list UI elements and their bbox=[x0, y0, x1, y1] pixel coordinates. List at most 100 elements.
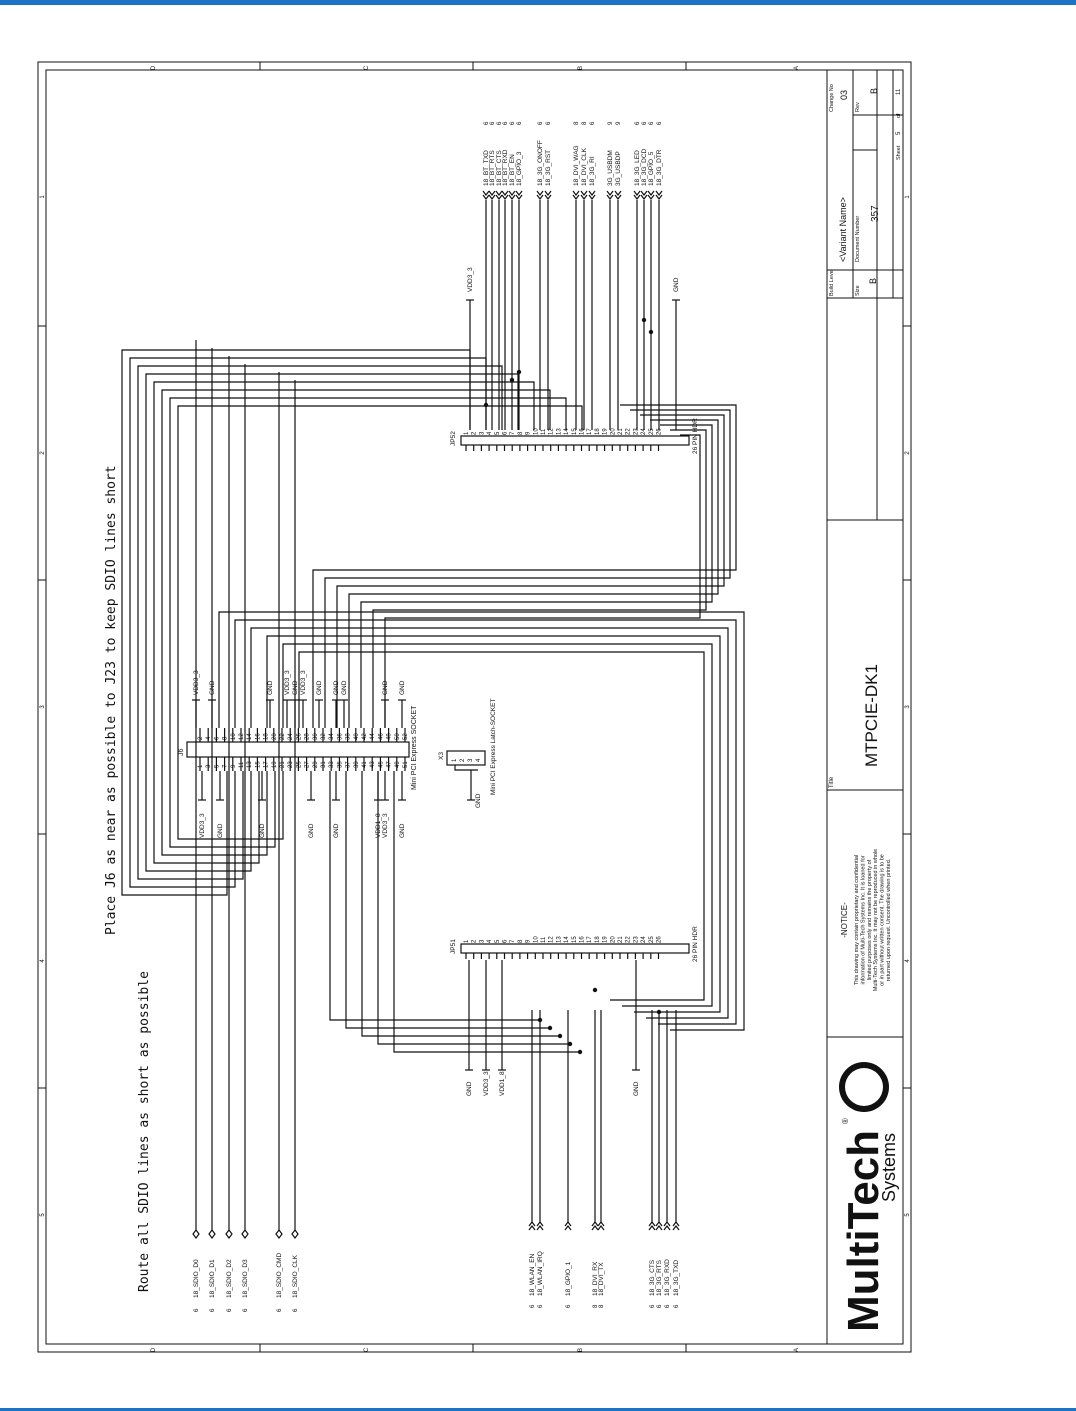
offpage-connector bbox=[488, 190, 496, 200]
bus-wire bbox=[348, 419, 719, 728]
junction-dot bbox=[641, 317, 647, 323]
bus-wire bbox=[372, 429, 707, 728]
power-label: GND bbox=[292, 680, 299, 695]
offpage-connector bbox=[192, 1229, 200, 1239]
jp52-pin-number: 21 bbox=[618, 428, 624, 435]
net-label: 18_3G_DTR bbox=[656, 149, 663, 186]
offpage-connector bbox=[655, 1221, 663, 1231]
sheet-ref: 6 bbox=[650, 1304, 656, 1308]
j6-pin-number: 32 bbox=[321, 733, 327, 740]
net-label: 3G_USBDM bbox=[607, 150, 614, 186]
j6-pin-number: 34 bbox=[329, 733, 335, 740]
net-label: 18_WLAN_IRQ bbox=[537, 1251, 544, 1296]
sheet-ref: 6 bbox=[665, 1304, 671, 1308]
logo-wordmark: MultiTech bbox=[839, 1130, 888, 1332]
bus-wire bbox=[282, 643, 713, 1007]
power-label: GND bbox=[633, 1081, 640, 1096]
j6-pin-number: 24 bbox=[288, 733, 294, 740]
bus-wire bbox=[298, 651, 705, 1001]
jp51-pin-number: 20 bbox=[610, 936, 616, 943]
j6-pin-number: 9 bbox=[231, 764, 237, 768]
j6-pin-number: 2 bbox=[198, 736, 204, 740]
junction-dot bbox=[509, 377, 515, 383]
zone-label: B bbox=[578, 1348, 584, 1352]
offpage-connector bbox=[597, 1221, 605, 1231]
jp51-pin-number: 13 bbox=[556, 936, 562, 943]
j6-pin-number: 27 bbox=[305, 761, 311, 768]
net-label: 18_BT_RTS bbox=[489, 150, 496, 186]
j6-pin-number: 23 bbox=[288, 761, 294, 768]
j6-pin-number: 33 bbox=[329, 761, 335, 768]
power-label: GND bbox=[267, 680, 274, 695]
j6-pin-number: 4 bbox=[206, 736, 212, 740]
junction-dot bbox=[648, 329, 654, 335]
sheet-ref: 6 bbox=[657, 1304, 663, 1308]
offpage-connector bbox=[591, 1221, 599, 1231]
offpage-connector bbox=[606, 190, 614, 200]
jp52-pin-number: 20 bbox=[610, 428, 616, 435]
j6-pin-number: 40 bbox=[354, 733, 360, 740]
sheet-ref: 8 bbox=[599, 1304, 605, 1308]
zone-label: 4 bbox=[905, 959, 911, 963]
jp52-pin-number: 11 bbox=[541, 428, 547, 435]
sheet-ref: 9 bbox=[616, 121, 622, 125]
jp51-pin-number: 15 bbox=[572, 936, 578, 943]
net-label: 18_BT_CTS bbox=[496, 150, 503, 186]
sheet-ref: 6 bbox=[657, 121, 663, 125]
j6-pin-number: 45 bbox=[378, 761, 384, 768]
jp51-pin-number: 26 bbox=[657, 936, 663, 943]
offpage-connector bbox=[614, 190, 622, 200]
sheet-ref: 6 bbox=[503, 121, 509, 125]
j6-pin-number: 44 bbox=[370, 733, 376, 740]
j6-pin-number: 31 bbox=[321, 761, 327, 768]
x3-pin-number: 2 bbox=[460, 758, 466, 762]
zone-label: 1 bbox=[905, 195, 911, 199]
sheet-ref: 6 bbox=[243, 1308, 249, 1312]
sheet-ref: 6 bbox=[642, 121, 648, 125]
zone-label: 4 bbox=[40, 959, 46, 963]
zone-label: 2 bbox=[905, 451, 911, 455]
net-label: 18_DVI_CLK bbox=[581, 147, 588, 186]
zone-label: 3 bbox=[40, 705, 46, 709]
jp52-pin-number: 24 bbox=[641, 428, 647, 435]
jp52-pin-number: 7 bbox=[510, 431, 516, 435]
bus-wire bbox=[234, 619, 737, 1025]
power-label: GND bbox=[308, 823, 315, 838]
net-label: 18_3G_CTS bbox=[649, 1259, 656, 1296]
j6-pin-number: 7 bbox=[223, 764, 229, 768]
net-label: 18_SDIO_CMD bbox=[276, 1253, 283, 1298]
j6-pin-number: 48 bbox=[387, 733, 393, 740]
power-label: VDD1_8 bbox=[375, 813, 382, 838]
bus-wire bbox=[393, 771, 580, 1053]
j6-pin-number: 6 bbox=[214, 736, 220, 740]
j6-pin-number: 36 bbox=[337, 733, 343, 740]
jp52-pin-number: 15 bbox=[572, 428, 578, 435]
bus-wire bbox=[361, 771, 560, 1037]
jp52-pin-number: 25 bbox=[649, 428, 655, 435]
j6-pin-number: 5 bbox=[214, 764, 220, 768]
outer-frame bbox=[37, 61, 912, 1353]
junction-dot bbox=[567, 1041, 573, 1047]
net-label: 18_3G_LED bbox=[634, 150, 641, 186]
variant-name: <Variant Name> bbox=[838, 197, 848, 262]
zone-label: D bbox=[151, 65, 157, 70]
notice-body-line: This drawing may contain proprietary and… bbox=[854, 855, 860, 985]
jp51-pin-number: 5 bbox=[495, 939, 501, 943]
power-label: GND bbox=[673, 277, 680, 292]
drawing-title: MTPCIE-DK1 bbox=[862, 664, 881, 767]
wire-network bbox=[121, 190, 745, 1239]
jp51-pin-number: 3 bbox=[479, 939, 485, 943]
j6-pin-number: 21 bbox=[280, 761, 286, 768]
zone-label: C bbox=[364, 65, 370, 70]
inner-frame bbox=[45, 69, 904, 1345]
jp51-body bbox=[460, 943, 690, 954]
junction-dot bbox=[557, 1033, 563, 1039]
of-label: of bbox=[896, 113, 902, 118]
jp52-pin-number: 3 bbox=[479, 431, 485, 435]
zone-label: B bbox=[578, 66, 584, 70]
jp51-pin-number: 8 bbox=[518, 939, 524, 943]
zone-label: 5 bbox=[905, 1213, 911, 1217]
jp51-pin-number: 4 bbox=[487, 939, 493, 943]
